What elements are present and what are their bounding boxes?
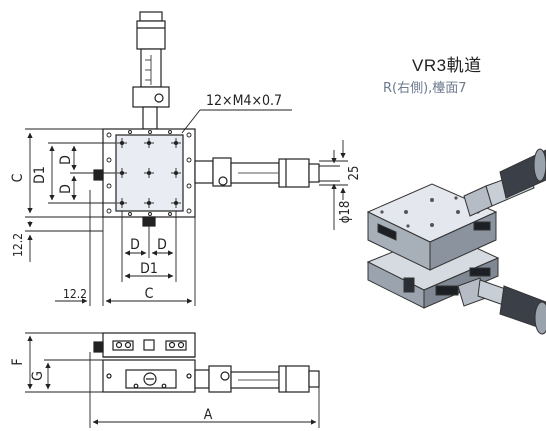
top-view xyxy=(93,11,320,227)
micrometer-top-thimble xyxy=(136,20,166,50)
side-view-dimensions xyxy=(25,332,320,428)
micrometer-right-thimble xyxy=(278,158,310,188)
top-dim-12-2-vertical-label: 12.2 xyxy=(11,233,25,257)
rail-type-heading: VR3軌道 xyxy=(412,56,482,75)
rail-side-subtitle: R(右側),檯面7 xyxy=(383,81,467,96)
top-view-dimensions xyxy=(25,109,348,306)
side-dim-f-label: F xyxy=(10,358,26,365)
micrometer-right-clamp xyxy=(212,157,232,187)
screw-spec-label: 12×M4×0.7 xyxy=(206,93,282,109)
bottom-lock-knob xyxy=(142,216,156,227)
top-dim-d-left-label: D xyxy=(130,237,140,253)
top-dim-d1-horizontal-label: D1 xyxy=(140,261,158,277)
side-dim-g-label: G xyxy=(30,371,46,381)
side-view xyxy=(93,332,320,393)
micrometer-top-cap xyxy=(139,11,163,22)
top-dim-d-right-label: D xyxy=(157,237,167,253)
top-dim-d-lower-label: D xyxy=(58,184,74,194)
product-isometric-illustration xyxy=(366,148,546,335)
side-dim-a-label: A xyxy=(204,407,213,423)
top-dim-c-horizontal-label: C xyxy=(145,286,154,302)
top-dim-d-upper-label: D xyxy=(58,155,74,165)
left-lock-knob xyxy=(93,169,104,181)
side-lock-knob xyxy=(93,341,104,353)
micrometer-top-clamp xyxy=(132,86,170,108)
micrometer-phi18-label: ϕ18 xyxy=(338,201,353,224)
top-dim-c-label: C xyxy=(10,173,26,182)
micrometer-25-label: 25 xyxy=(347,166,362,181)
side-upper-stage xyxy=(102,332,196,358)
dimension-labels: 12×M4×0.7 C D1 D D 12.2 D D D1 C 12.2 25… xyxy=(10,93,362,423)
top-dim-d1-label: D1 xyxy=(32,166,48,184)
side-lower-stage xyxy=(102,359,196,393)
top-dim-12-2-horizontal-label: 12.2 xyxy=(63,287,87,301)
